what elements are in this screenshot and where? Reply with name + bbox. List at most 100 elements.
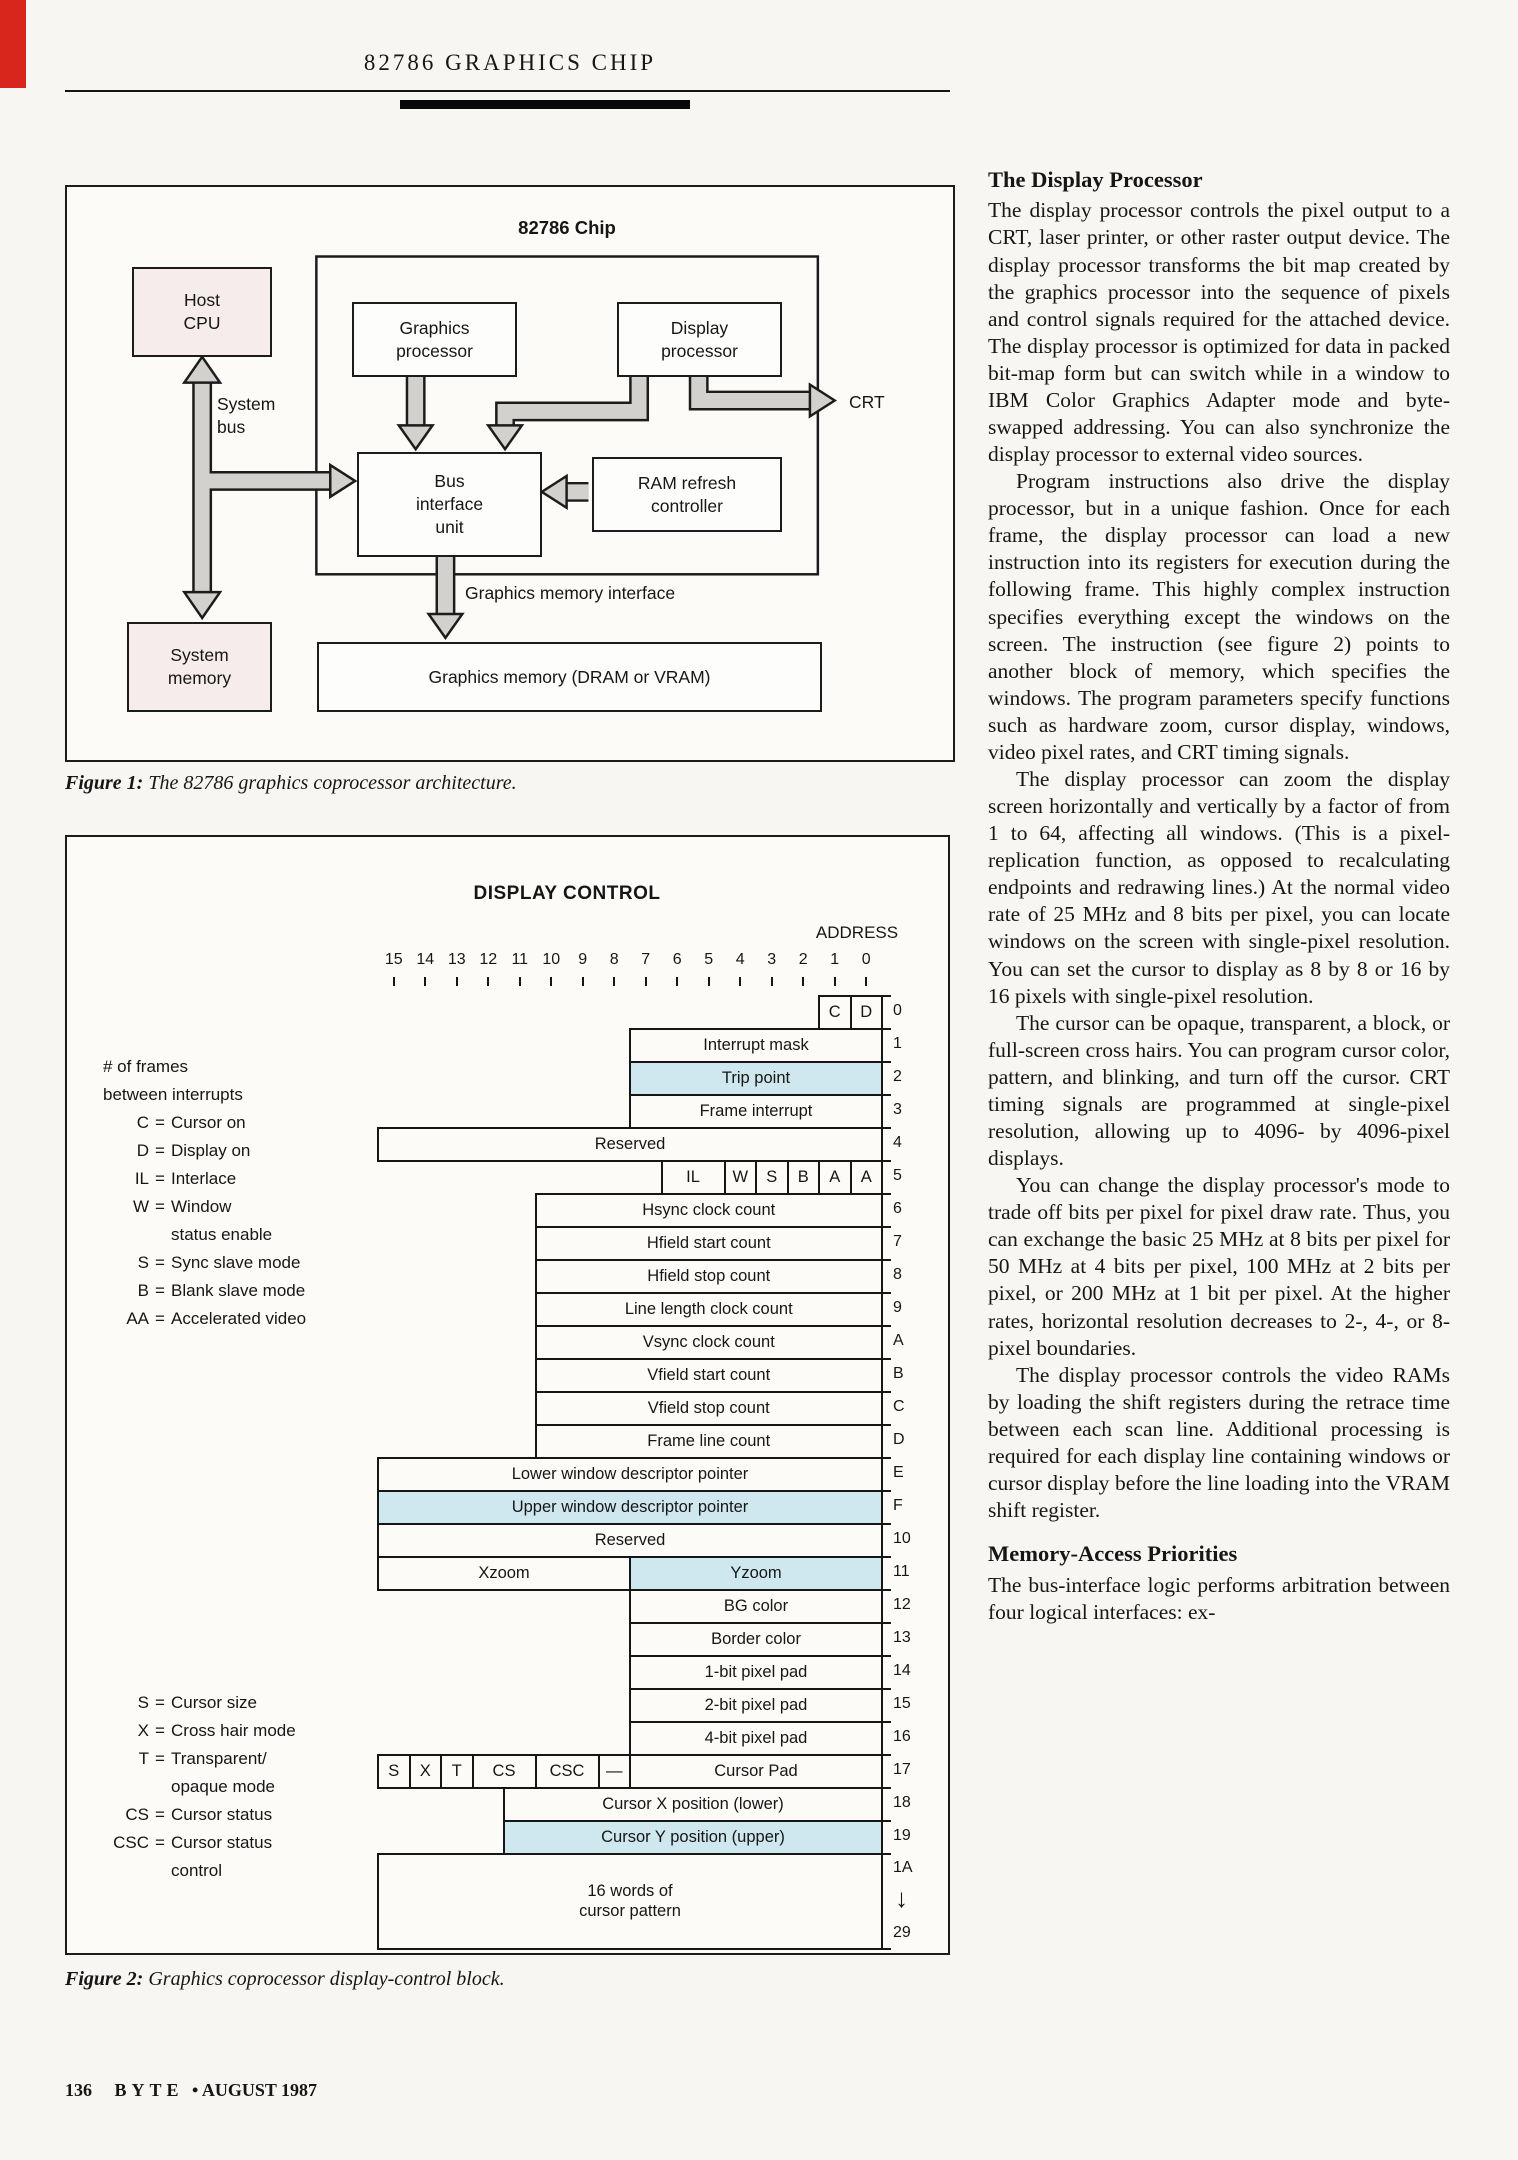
address-tick xyxy=(881,1556,891,1558)
register-field: B xyxy=(786,1160,820,1195)
address-tick xyxy=(881,1094,891,1096)
register-field: X xyxy=(408,1754,442,1789)
legend-term: C xyxy=(136,1113,149,1132)
legend-line: control xyxy=(103,1861,368,1889)
bit-tick xyxy=(644,977,647,986)
address-tick xyxy=(881,1226,891,1228)
register-field: Frame interrupt xyxy=(629,1094,883,1129)
bit-label: 9 xyxy=(578,951,588,968)
register-address: 29 xyxy=(893,1924,911,1941)
register-field: D xyxy=(849,995,883,1030)
legend-line: status enable xyxy=(103,1225,368,1253)
register-field: CSC xyxy=(534,1754,600,1789)
legend-line: S=Sync slave mode xyxy=(103,1253,368,1281)
register-address: 19 xyxy=(893,1826,911,1844)
register-field: Interrupt mask xyxy=(629,1028,883,1063)
register-field: S xyxy=(755,1160,789,1195)
register-field: S xyxy=(377,1754,411,1789)
legend-line: IL=Interlace xyxy=(103,1169,368,1197)
figure1-caption-label: Figure 1: xyxy=(65,772,144,794)
address-tick xyxy=(881,1127,891,1129)
address-tick xyxy=(881,1721,891,1723)
bit-label: 0 xyxy=(861,951,871,968)
legend-term: S xyxy=(137,1253,149,1272)
register-address: 0 xyxy=(893,1001,902,1019)
article-paragraph: Program instructions also drive the disp… xyxy=(988,469,1450,764)
legend-term: W xyxy=(132,1197,149,1216)
legend-def: Display on xyxy=(171,1141,251,1160)
figure1-architecture: 82786 Chip Host CPU Graphics processor D… xyxy=(65,185,955,762)
legend-term: IL xyxy=(134,1169,149,1188)
bit-tick xyxy=(770,977,773,986)
figure1-arrows xyxy=(181,255,838,641)
register-field: Yzoom xyxy=(629,1556,883,1591)
figure2-title: DISPLAY CONTROL xyxy=(473,883,661,904)
bit-tick xyxy=(550,977,553,986)
register-field: Vsync clock count xyxy=(534,1325,883,1360)
bit-label: 7 xyxy=(641,951,651,968)
register-address: 9 xyxy=(893,1298,902,1316)
register-address: 7 xyxy=(893,1232,902,1250)
address-tick xyxy=(881,1655,891,1657)
legend-line: between interrupts xyxy=(103,1085,243,1104)
register-field: T xyxy=(440,1754,474,1789)
bit-tick xyxy=(707,977,710,986)
article-paragraph: The cursor can be opaque, transparent, a… xyxy=(988,1010,1450,1171)
register-field: IL xyxy=(660,1160,726,1195)
legend-line: W=Window xyxy=(103,1197,368,1225)
legend-line: AA=Accelerated video xyxy=(103,1309,368,1337)
legend-eq: = xyxy=(155,1721,165,1740)
legend-line: C=Cursor on xyxy=(103,1113,368,1141)
bit-tick xyxy=(518,977,521,986)
page-edge-tab xyxy=(0,0,26,88)
legend-def: control xyxy=(171,1861,223,1880)
legend-term: D xyxy=(136,1141,149,1160)
down-arrow-icon: ↓ xyxy=(895,1883,908,1913)
register-address: 3 xyxy=(893,1100,902,1118)
address-tick xyxy=(881,1325,891,1327)
header-rule xyxy=(65,90,950,92)
bit-label: 11 xyxy=(511,951,529,968)
legend-term: B xyxy=(137,1281,149,1300)
legend-eq: = xyxy=(155,1805,165,1824)
address-tick xyxy=(881,1358,891,1360)
register-address: 2 xyxy=(893,1067,902,1085)
legend-eq: = xyxy=(155,1693,165,1712)
figure2-caption-text: Graphics coprocessor display-control blo… xyxy=(148,1968,505,1990)
section-heading: The Display Processor xyxy=(988,167,1203,192)
bit-tick xyxy=(581,977,584,986)
register-field: 4-bit pixel pad xyxy=(629,1721,883,1756)
address-tick xyxy=(881,1391,891,1393)
bit-tick xyxy=(424,977,427,986)
register-field: Border color xyxy=(629,1622,883,1657)
article-paragraph: The display processor controls the pixel… xyxy=(988,198,1450,467)
legend-def: Cursor status xyxy=(171,1833,273,1852)
address-tick xyxy=(881,1754,891,1756)
legend-def: Sync slave mode xyxy=(171,1253,301,1272)
register-address: 1A xyxy=(893,1859,913,1876)
register-field: Cursor Pad xyxy=(629,1754,883,1789)
address-tick xyxy=(881,1853,891,1855)
address-tick xyxy=(881,1028,891,1030)
graphics-processor-box: Graphics processor xyxy=(352,302,517,377)
bit-label: 4 xyxy=(735,951,745,968)
page-header-title: 82786 GRAPHICS CHIP xyxy=(363,50,657,75)
legend-def: Blank slave mode xyxy=(171,1281,306,1300)
legend-line: D=Display on xyxy=(103,1141,368,1169)
footer-magazine: BYTE xyxy=(114,2080,184,2100)
register-address: 6 xyxy=(893,1199,902,1217)
register-address: 8 xyxy=(893,1265,902,1283)
legend-def: Interlace xyxy=(171,1169,237,1188)
register-field: Line length clock count xyxy=(534,1292,883,1327)
bit-tick xyxy=(487,977,490,986)
legend-term: CSC xyxy=(113,1833,149,1852)
legend-term: S xyxy=(137,1693,149,1712)
article-paragraph: The bus-interface logic performs arbitra… xyxy=(988,1572,1450,1624)
register-field: Vfield stop count xyxy=(534,1391,883,1426)
register-address: F xyxy=(893,1496,903,1514)
legend-def: Cursor size xyxy=(171,1693,257,1712)
footer-page-number: 136 xyxy=(65,2080,92,2100)
register-field: Vfield start count xyxy=(534,1358,883,1393)
figure2-caption: Figure 2: Graphics coprocessor display-c… xyxy=(65,1968,505,1991)
